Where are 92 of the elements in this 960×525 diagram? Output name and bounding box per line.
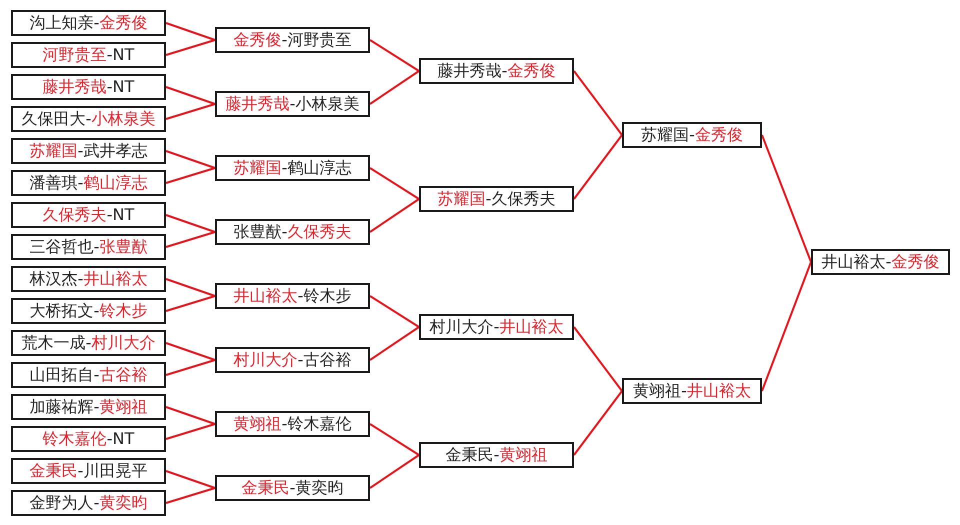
connector-line: [166, 167, 216, 184]
player-names: 村川大介-井山裕太: [430, 317, 564, 337]
player-names: 铃木嘉伦-NT: [42, 429, 134, 449]
player-names: 黄翊祖-井山裕太: [633, 381, 751, 401]
player-names: 潘善琪-鹤山淳志: [30, 173, 148, 193]
match-box: [11, 362, 166, 388]
match-box: [215, 475, 370, 501]
player-names: 金野为人-黄奕昀: [30, 493, 148, 513]
match-box: [11, 202, 166, 228]
connector-line: [166, 231, 216, 248]
match-box: [11, 330, 166, 356]
connector-line: [166, 342, 216, 361]
player-names: 苏耀国-久保秀夫: [438, 189, 556, 209]
connector-line: [573, 390, 623, 456]
connector-line: [166, 406, 216, 425]
player-names: 苏耀国-武井孝志: [30, 141, 148, 161]
connector-line: [761, 262, 812, 392]
player-names: 苏耀国-金秀俊: [641, 125, 743, 145]
connector-line: [369, 295, 420, 328]
player-names: 村川大介-古谷裕: [234, 350, 352, 370]
connector-line: [166, 278, 216, 297]
match-box: [11, 298, 166, 324]
player-names: 井山裕太-铃木步: [234, 286, 352, 306]
connector-line: [166, 103, 216, 120]
connector-line: [166, 295, 216, 312]
connector-line: [369, 326, 420, 361]
match-box: [11, 458, 166, 484]
player-names: 金秉民-黄奕昀: [242, 478, 344, 498]
connector-line: [166, 86, 216, 105]
player-names: 藤井秀哉-小林泉美: [226, 94, 360, 114]
connector-line: [166, 359, 216, 376]
player-names: 张豊猷-久保秀夫: [234, 222, 352, 242]
player-names: 山田拓自-古谷裕: [30, 365, 148, 385]
match-box: [419, 186, 574, 212]
player-names: 河野贵至-NT: [42, 45, 134, 65]
player-names: 林汉杰-井山裕太: [30, 269, 148, 289]
player-names: 金秉民-川田晃平: [30, 461, 148, 481]
connector-line: [166, 423, 216, 440]
match-box: [11, 74, 166, 100]
player-names: 荒木一成-村川大介: [22, 333, 156, 353]
match-box: [11, 490, 166, 516]
match-box: [622, 122, 762, 148]
match-box: [11, 426, 166, 452]
match-box: [419, 314, 574, 340]
match-box: [215, 347, 370, 373]
player-names: 加藤祐辉-黄翊祖: [30, 397, 148, 417]
match-box: [11, 10, 166, 36]
match-box: [11, 266, 166, 292]
connector-line: [369, 198, 420, 233]
player-names: 井山裕太-金秀俊: [822, 252, 940, 272]
connector-line: [166, 39, 216, 56]
player-names: 沟上知亲-金秀俊: [30, 13, 148, 33]
connector-line: [369, 39, 420, 72]
connector-line: [369, 70, 420, 105]
player-names: 金秀俊-河野贵至: [234, 30, 352, 50]
connector-line: [761, 134, 812, 262]
match-box: [419, 442, 574, 468]
connector-line: [166, 487, 216, 504]
player-names: 金秉民-黄翊祖: [446, 445, 548, 465]
player-names: 黄翊祖-铃木嘉伦: [234, 414, 352, 434]
match-box: [811, 249, 950, 275]
player-names: 藤井秀哉-NT: [42, 77, 134, 97]
connector-line: [166, 214, 216, 233]
match-box: [419, 58, 574, 84]
connector-line: [369, 423, 420, 456]
player-names: 久保秀夫-NT: [42, 205, 134, 225]
connector-line: [573, 70, 623, 136]
connector-line: [166, 150, 216, 169]
connector-line: [166, 22, 216, 41]
player-names: 苏耀国-鹤山淳志: [234, 158, 352, 178]
match-box: [11, 106, 166, 132]
match-box: [215, 91, 370, 117]
match-box: [11, 234, 166, 260]
player-names: 三谷哲也-张豊猷: [30, 237, 148, 257]
connector-line: [369, 167, 420, 200]
match-box: [622, 378, 762, 404]
connector-line: [573, 134, 623, 200]
match-box: [11, 170, 166, 196]
connector-line: [369, 454, 420, 489]
match-box: [11, 138, 166, 164]
match-box: [215, 283, 370, 309]
player-names: 大桥拓文-铃木步: [30, 301, 148, 321]
connector-line: [166, 470, 216, 489]
match-box: [215, 411, 370, 437]
match-box: [11, 42, 166, 68]
match-box: [11, 394, 166, 420]
match-box: [215, 155, 370, 181]
player-names: 久保田大-小林泉美: [22, 109, 156, 129]
player-names: 藤井秀哉-金秀俊: [438, 61, 556, 81]
connector-line: [573, 326, 623, 392]
match-box: [215, 27, 370, 53]
match-box: [215, 219, 370, 245]
